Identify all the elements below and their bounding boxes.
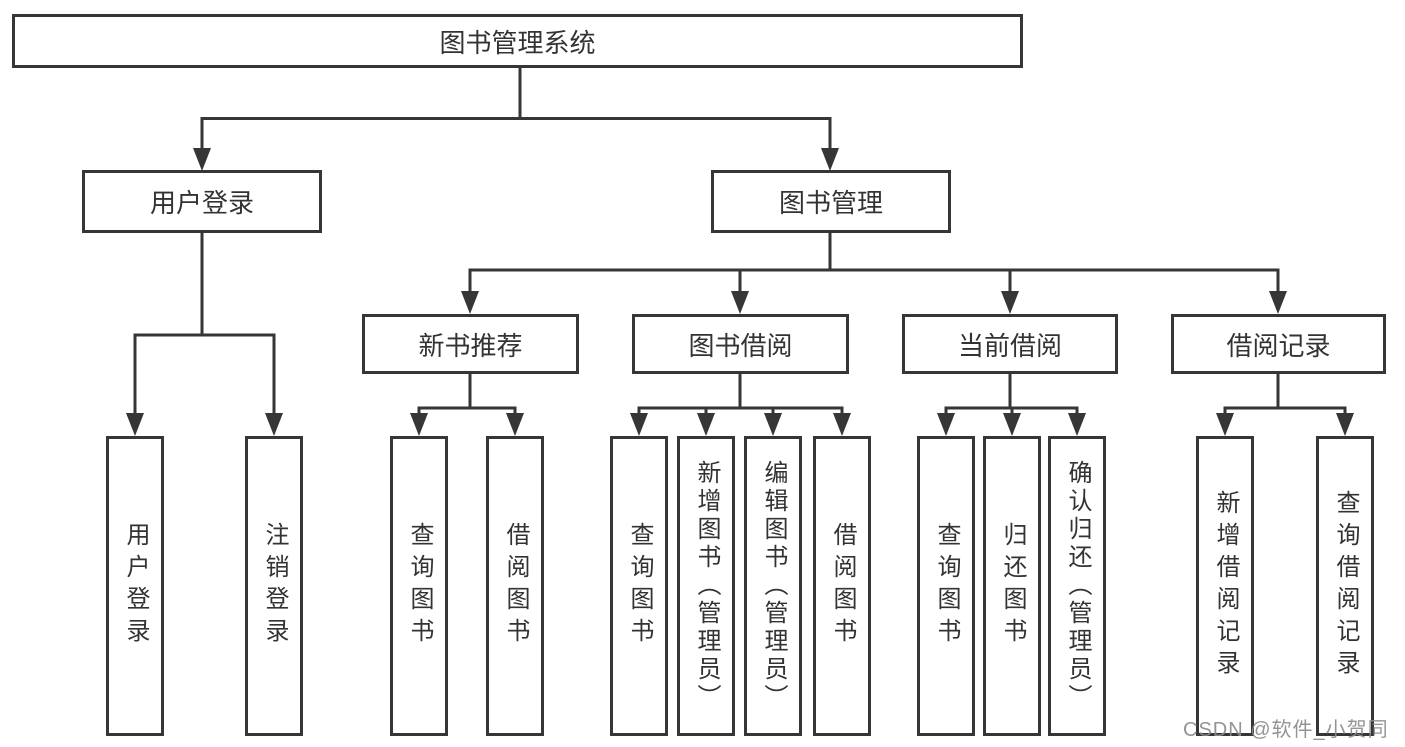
leaf-borrow-edit-label: 编辑图书（管理员） bbox=[760, 460, 787, 712]
leaf-current-confirm: 确认归还（管理员） bbox=[1048, 436, 1106, 736]
node-borrow-records: 借阅记录 bbox=[1171, 314, 1386, 374]
leaf-current-return-label: 归还图书 bbox=[999, 522, 1026, 650]
csdn-watermark: CSDN @软件_小贺同学 bbox=[1183, 719, 1389, 741]
arrowhead-book-borrow bbox=[731, 291, 749, 314]
arrowhead-bb-edit bbox=[764, 413, 782, 436]
leaf-records-add: 新增借阅记录 bbox=[1196, 436, 1254, 736]
leaf-user-login-label: 用户登录 bbox=[122, 522, 149, 650]
connector-new-books-split bbox=[417, 406, 517, 418]
connector-user-login-split bbox=[133, 333, 276, 416]
leaf-logout-label: 注销登录 bbox=[261, 522, 288, 650]
arrowhead-book-mgmt bbox=[821, 148, 839, 171]
node-book-mgmt: 图书管理 bbox=[711, 170, 951, 233]
leaf-current-confirm-label: 确认归还（管理员） bbox=[1064, 460, 1091, 712]
arrowhead-cb-query bbox=[937, 413, 955, 436]
arrowhead-br-query bbox=[1336, 413, 1354, 436]
arrowhead-user-login bbox=[193, 148, 211, 171]
leaf-current-query: 查询图书 bbox=[917, 436, 975, 736]
node-user-login: 用户登录 bbox=[82, 170, 322, 233]
arrowhead-bb-query bbox=[630, 413, 648, 436]
arrowhead-bb-add bbox=[697, 413, 715, 436]
node-book-borrow: 图书借阅 bbox=[632, 314, 849, 374]
connector-book-borrow-split bbox=[637, 406, 844, 418]
arrowhead-cb-confirm bbox=[1068, 413, 1086, 436]
arrowhead-borrow-records bbox=[1269, 291, 1287, 314]
node-root: 图书管理系统 bbox=[12, 14, 1023, 68]
connector-book-mgmt-split bbox=[468, 268, 1280, 294]
arrowhead-new-books bbox=[461, 291, 479, 314]
arrowhead-leaf-logout bbox=[265, 413, 283, 436]
leaf-current-query-label: 查询图书 bbox=[933, 522, 960, 650]
leaf-borrow-add: 新增图书（管理员） bbox=[677, 436, 735, 736]
arrowhead-br-add bbox=[1216, 413, 1234, 436]
leaf-newbooks-query-label: 查询图书 bbox=[406, 522, 433, 650]
leaf-borrow-edit: 编辑图书（管理员） bbox=[744, 436, 802, 736]
arrowhead-leaf-login bbox=[126, 413, 144, 436]
leaf-borrow-add-label: 新增图书（管理员） bbox=[693, 460, 720, 712]
arrowhead-bb-borrow bbox=[833, 413, 851, 436]
leaf-records-add-label: 新增借阅记录 bbox=[1212, 490, 1239, 682]
leaf-borrow-borrow: 借阅图书 bbox=[813, 436, 871, 736]
leaf-user-login: 用户登录 bbox=[106, 436, 164, 736]
node-new-books: 新书推荐 bbox=[362, 314, 579, 374]
leaf-records-query-label: 查询借阅记录 bbox=[1332, 490, 1359, 682]
arrowhead-nb-query bbox=[410, 413, 428, 436]
leaf-newbooks-borrow-label: 借阅图书 bbox=[502, 522, 529, 650]
leaf-borrow-query: 查询图书 bbox=[610, 436, 668, 736]
arrowhead-nb-borrow bbox=[506, 413, 524, 436]
leaf-newbooks-query: 查询图书 bbox=[390, 436, 448, 736]
leaf-borrow-query-label: 查询图书 bbox=[626, 522, 653, 650]
arrowhead-current-borrow bbox=[1001, 291, 1019, 314]
leaf-logout: 注销登录 bbox=[245, 436, 303, 736]
arrowhead-cb-return bbox=[1003, 413, 1021, 436]
leaf-current-return: 归还图书 bbox=[983, 436, 1041, 736]
node-current-borrow: 当前借阅 bbox=[902, 314, 1118, 374]
leaf-newbooks-borrow: 借阅图书 bbox=[486, 436, 544, 736]
connector-top-split bbox=[200, 117, 832, 150]
leaf-borrow-borrow-label: 借阅图书 bbox=[829, 522, 856, 650]
connector-borrow-records-split bbox=[1223, 406, 1347, 418]
leaf-records-query: 查询借阅记录 bbox=[1316, 436, 1374, 736]
